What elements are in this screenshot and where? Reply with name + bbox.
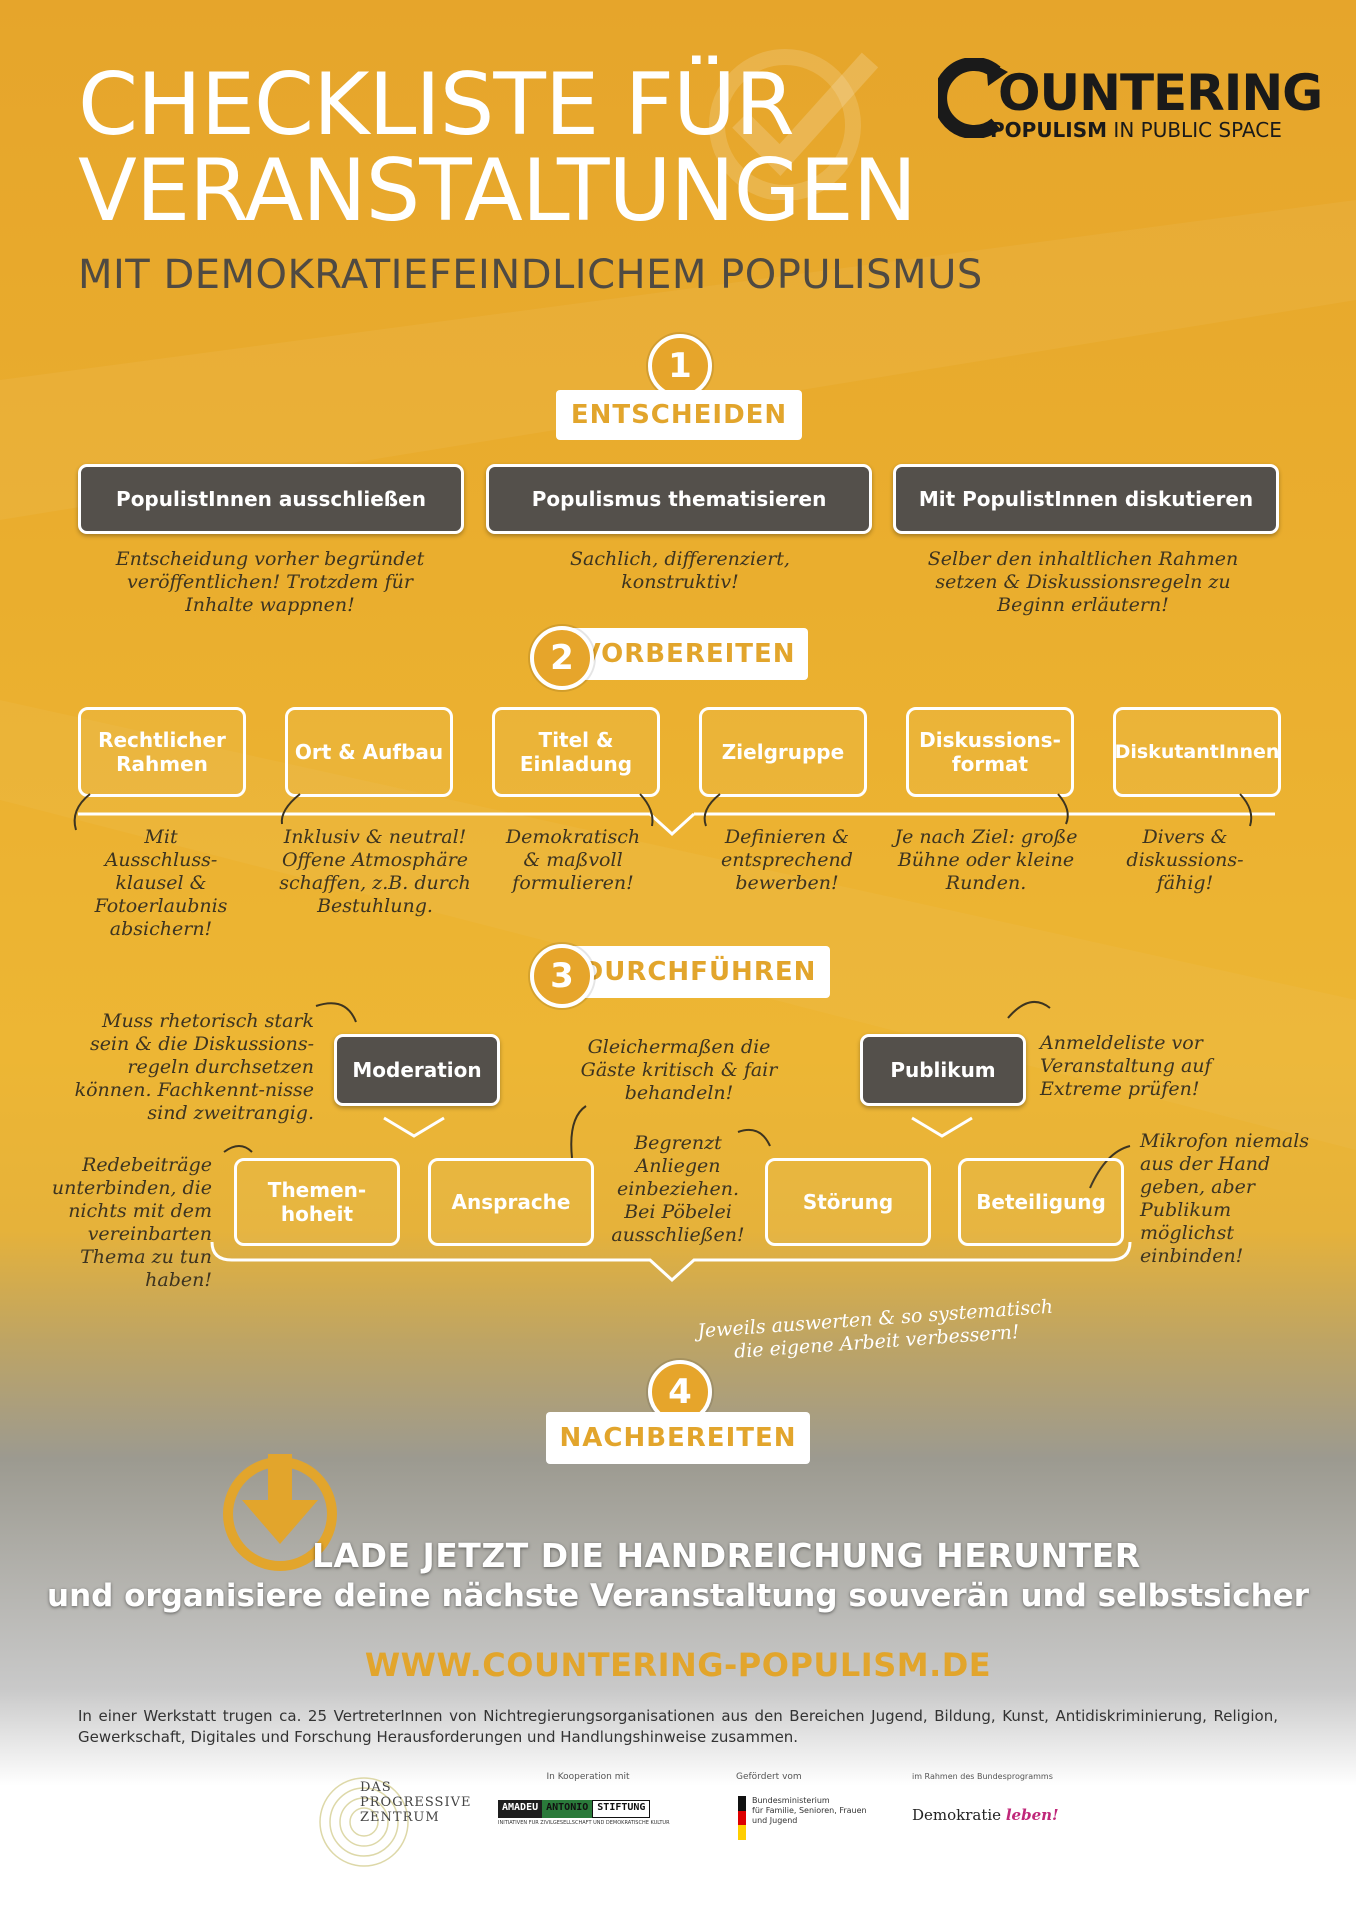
countering-logo: OUNTERING POPULISM IN PUBLIC SPACE xyxy=(938,58,1323,148)
spiral-logo-icon xyxy=(319,1777,409,1867)
pz-line-3: ZENTRUM xyxy=(360,1810,440,1825)
cta-line-1: LADE JETZT DIE HANDREICHUNG HERUNTER xyxy=(312,1536,1141,1575)
website-link[interactable]: WWW.COUNTERING-POPULISM.DE xyxy=(364,1646,992,1684)
note-moderation: Muss rhetorisch stark sein & die Diskuss… xyxy=(74,1010,314,1124)
bm-line-2: für Familie, Senioren, Frauen xyxy=(752,1806,867,1815)
note-zielgruppe: Definieren & entsprechend bewerben! xyxy=(721,826,853,894)
step-3-label: DURCHFÜHREN xyxy=(568,946,830,998)
step-2-label: VORBEREITEN xyxy=(568,628,808,680)
pz-line-2: PROGRESSIVE xyxy=(360,1795,472,1810)
prep-rechtlicher-rahmen: Rechtlicher Rahmen xyxy=(78,707,246,797)
prep-ort-aufbau: Ort & Aufbau xyxy=(285,707,453,797)
option-ausschliessen: PopulistInnen ausschließen xyxy=(78,464,464,534)
logo-tagline-bold: POPULISM xyxy=(990,118,1108,142)
cta-line-2: und organisiere deine nächste Veranstalt… xyxy=(47,1578,1309,1614)
download-icon xyxy=(223,1454,337,1571)
note-nachbereiten: Jeweils auswerten & so systematisch die … xyxy=(696,1295,1054,1363)
note-ort-aufbau: Inklusiv & neutral! Offene Atmosphäre sc… xyxy=(279,826,471,917)
sub-themenhoheit: Themen-hoheit xyxy=(234,1158,400,1246)
footer-text: In einer Werkstatt trugen ca. 25 Vertret… xyxy=(78,1707,1278,1746)
step-3-circle: 3 xyxy=(530,944,594,1008)
gefoerdert-label: Gefördert vom xyxy=(736,1772,802,1782)
aa-left: AMADEU xyxy=(498,1800,543,1818)
logo-arrow-icon xyxy=(938,58,1008,138)
prep-diskussionsformat: Diskussions-format xyxy=(906,707,1074,797)
logo-word: OUNTERING xyxy=(998,64,1323,122)
step-1-circle: 1 xyxy=(648,334,712,398)
step-2-connector xyxy=(73,793,1275,837)
sub-beteiligung: Beteiligung xyxy=(958,1158,1124,1246)
step-3-connectors xyxy=(210,1105,1132,1283)
note-ansprache: Gleichermaßen die Gäste kritisch & fair … xyxy=(580,1036,778,1104)
prep-titel-einladung: Titel & Einladung xyxy=(492,707,660,797)
note-diskussionsformat: Je nach Ziel: große Bühne oder kleine Ru… xyxy=(894,826,1078,894)
step-3-top-arrows xyxy=(315,1000,1051,1023)
sub-stoerung: Störung xyxy=(765,1158,931,1246)
option-thematisieren: Populismus thematisieren xyxy=(486,464,872,534)
note-thematisieren: Sachlich, differenziert, konstruktiv! xyxy=(570,548,790,593)
moderation-box: Moderation xyxy=(334,1034,500,1106)
partner-progressive-zentrum: DAS PROGRESSIVE ZENTRUM xyxy=(318,1768,478,1868)
bundesprogramm-label: im Rahmen des Bundesprogramms xyxy=(912,1772,1053,1781)
title-line-2: VERANSTALTUNGEN xyxy=(78,141,917,241)
logo-tagline-rest: IN PUBLIC SPACE xyxy=(1107,118,1282,142)
step-1-label: ENTSCHEIDEN xyxy=(556,390,802,440)
sub-ansprache: Ansprache xyxy=(428,1158,594,1246)
note-titel-einladung: Demokratisch & maßvoll formulieren! xyxy=(505,826,641,894)
aa-mid: ANTONIO xyxy=(542,1800,593,1818)
note-rechtlicher-rahmen: Mit Ausschluss-klausel & Fotoerlaubnis a… xyxy=(94,826,228,940)
prep-zielgruppe: Zielgruppe xyxy=(699,707,867,797)
bm-line-1: Bundesministerium xyxy=(752,1796,830,1805)
amadeu-antonio-logo: AMADEU ANTONIO STIFTUNG xyxy=(498,1800,684,1818)
aa-subtitle: INITIATIVEN FÜR ZIVILGESELLSCHAFT UND DE… xyxy=(498,1820,670,1826)
leben-word: leben! xyxy=(1005,1806,1059,1824)
note-stoerung: Begrenzt Anliegen einbeziehen. Bei Pöbel… xyxy=(611,1132,745,1246)
german-flag-icon xyxy=(738,1796,746,1841)
title-line-1: CHECKLISTE FÜR xyxy=(78,55,795,155)
aa-right: STIFTUNG xyxy=(592,1800,651,1818)
note-publikum: Anmeldeliste vor Veranstaltung auf Extre… xyxy=(1040,1032,1212,1100)
demokratie-word: Demokratie xyxy=(912,1806,1002,1824)
note-beteiligung: Mikrofon niemals aus der Hand geben, abe… xyxy=(1140,1130,1310,1267)
pz-line-1: DAS xyxy=(360,1780,392,1795)
step-4-label: NACHBEREITEN xyxy=(546,1412,810,1464)
step-2-circle: 2 xyxy=(530,626,594,690)
option-diskutieren: Mit PopulistInnen diskutieren xyxy=(893,464,1279,534)
note-ausschliessen: Entscheidung vorher begründet veröffentl… xyxy=(115,548,425,616)
note-diskutieren: Selber den inhaltlichen Rahmen setzen & … xyxy=(927,548,1239,616)
publikum-box: Publikum xyxy=(860,1034,1026,1106)
page-title: CHECKLISTE FÜR VERANSTALTUNGEN xyxy=(78,62,978,234)
ministerium-name: Bundesministerium für Familie, Senioren,… xyxy=(752,1796,867,1826)
note-themenhoheit: Redebeiträge unterbinden, die nichts mit… xyxy=(51,1154,212,1291)
bm-line-3: und Jugend xyxy=(752,1816,798,1825)
note-diskutantinnen: Divers & diskussions-fähig! xyxy=(1126,826,1244,894)
kooperation-label: In Kooperation mit xyxy=(546,1772,630,1782)
prep-diskutantinnen: DiskutantInnen xyxy=(1113,707,1281,797)
logo-tagline: POPULISM IN PUBLIC SPACE xyxy=(990,118,1282,142)
page-subtitle: MIT DEMOKRATIEFEINDLICHEM POPULISMUS xyxy=(78,252,983,298)
progressive-zentrum-name: DAS PROGRESSIVE ZENTRUM xyxy=(360,1780,471,1825)
check-watermark-icon xyxy=(709,49,879,200)
demokratie-leben-logo: Demokratie leben! xyxy=(912,1806,1059,1824)
